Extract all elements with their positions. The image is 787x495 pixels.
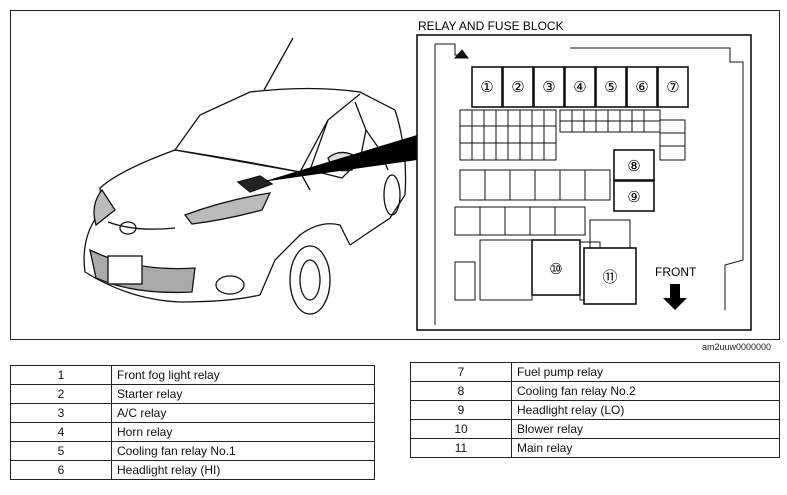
relay-number: 10 bbox=[410, 419, 512, 439]
relay-name: Horn relay bbox=[111, 422, 375, 442]
relay-marker-9: ⑨ bbox=[627, 189, 640, 206]
fuse-row-2 bbox=[459, 169, 611, 201]
relay-number: 2 bbox=[10, 384, 112, 404]
relay-name: Main relay bbox=[511, 438, 780, 458]
fuse-block-diagram: RELAY AND FUSE BLOCK bbox=[10, 10, 780, 340]
relay-marker-6: ⑥ bbox=[635, 79, 648, 96]
relay-number: 6 bbox=[10, 460, 112, 480]
relay-number: 9 bbox=[410, 400, 512, 420]
relay-marker-7: ⑦ bbox=[666, 79, 679, 96]
relay-name: Fuel pump relay bbox=[511, 362, 780, 382]
relay-number: 5 bbox=[10, 441, 112, 461]
relay-marker-3: ③ bbox=[542, 79, 555, 96]
relay-marker-5: ⑤ bbox=[604, 79, 617, 96]
relay-name: A/C relay bbox=[111, 403, 375, 423]
relay-row-top: ① ② ③ ④ ⑤ ⑥ ⑦ bbox=[471, 66, 689, 108]
relay-column-right: ⑧ ⑨ bbox=[613, 149, 655, 212]
relay-name: Headlight relay (LO) bbox=[511, 400, 780, 420]
relay-marker-2: ② bbox=[511, 79, 524, 96]
relay-number: 8 bbox=[410, 381, 512, 401]
relay-name: Front fog light relay bbox=[111, 365, 375, 385]
relay-number: 4 bbox=[10, 422, 112, 442]
relay-marker-10: ⑩ bbox=[549, 261, 562, 278]
relay-number: 3 bbox=[10, 403, 112, 423]
relay-number: 1 bbox=[10, 365, 112, 385]
relay-number: 11 bbox=[410, 438, 512, 458]
car-illustration bbox=[83, 37, 407, 315]
relay-marker-8: ⑧ bbox=[627, 158, 640, 175]
relay-name: Blower relay bbox=[511, 419, 780, 439]
relay-marker-11: ⑪ bbox=[602, 269, 617, 286]
front-arrow-icon bbox=[663, 284, 687, 310]
relay-marker-4: ④ bbox=[573, 79, 586, 96]
relay-name: Starter relay bbox=[111, 384, 375, 404]
image-reference-code: am2uuw0000000 bbox=[702, 342, 772, 352]
relay-marker-1: ① bbox=[480, 79, 493, 96]
relay-name: Headlight relay (HI) bbox=[111, 460, 375, 480]
relay-name: Cooling fan relay No.2 bbox=[511, 381, 780, 401]
block-title: RELAY AND FUSE BLOCK bbox=[418, 19, 564, 33]
relay-name: Cooling fan relay No.1 bbox=[111, 441, 375, 461]
relay-number: 7 bbox=[410, 362, 512, 382]
relay-large: ⑩ ⑪ bbox=[531, 239, 637, 305]
fuse-row-1 bbox=[459, 109, 686, 161]
front-label: FRONT bbox=[655, 265, 697, 279]
callout-wedge bbox=[262, 135, 417, 182]
